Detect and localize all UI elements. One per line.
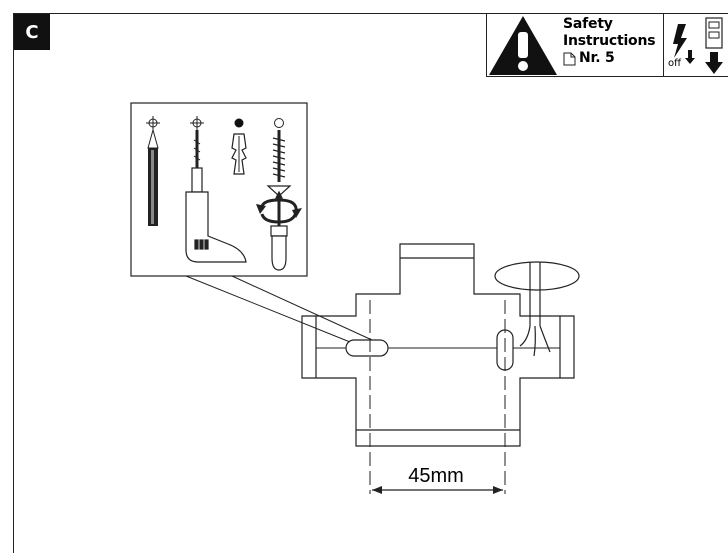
callout-line-left [185,275,351,343]
power-off-icon [705,17,723,74]
dimension-arrow-left [372,486,382,494]
mounting-bracket [301,243,575,447]
dimension-label: 45mm [408,465,464,487]
safety-instructions-box: Safety Instructions Nr. 5 [486,13,664,77]
safety-line1: Safety [563,16,613,32]
safety-text: Safety Instructions Nr. 5 [563,16,656,67]
filled-dot-marker [234,118,244,128]
drill-icon [185,130,247,263]
horizontal-slot [345,339,389,357]
safety-line3: Nr. 5 [579,50,615,66]
warning-triangle-icon [487,14,559,76]
wall-plug-icon [231,133,247,175]
open-dot-marker [274,118,284,128]
cable-wires [519,262,551,357]
safety-line2: Instructions [563,33,656,49]
lightning-icon [673,24,695,64]
rotate-arrow-icon [256,198,302,224]
document-icon [563,52,576,65]
page-frame [13,13,728,553]
pencil-icon [147,128,159,226]
power-off-box: off [664,13,728,77]
cable-opening [494,261,580,291]
dimension-arrow-right [493,486,503,494]
off-label: off [668,58,682,69]
callout-line-right [231,275,373,341]
crosshair-marker-1 [146,116,160,130]
crosshair-marker-2 [190,116,204,130]
section-badge: C [14,14,50,50]
screwdriver-icon [270,190,288,271]
